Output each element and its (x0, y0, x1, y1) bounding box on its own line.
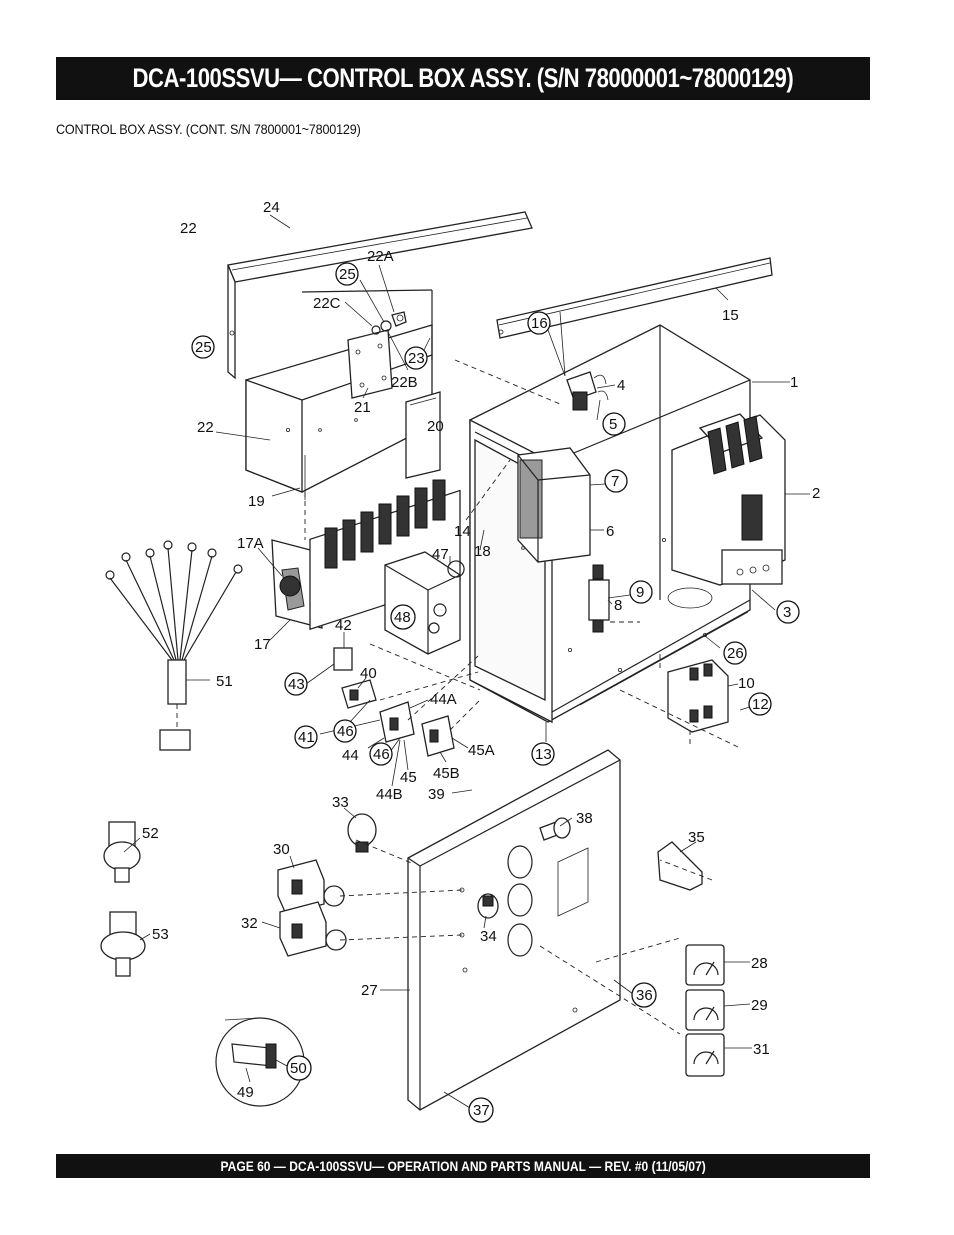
label-52: 52 (142, 825, 159, 842)
label-47: 47 (432, 546, 449, 563)
label-46-top: 46 (337, 723, 354, 740)
label-37: 37 (473, 1102, 490, 1119)
solenoid-32 (279, 901, 347, 957)
label-3: 3 (783, 604, 791, 621)
label-44: 44 (342, 747, 359, 764)
label-6: 6 (606, 523, 614, 540)
label-17: 17 (254, 636, 271, 653)
label-4: 4 (617, 377, 625, 394)
label-12: 12 (752, 696, 769, 713)
label-22b: 22B (391, 374, 418, 391)
meter-31 (685, 1033, 725, 1077)
label-25-top: 25 (339, 266, 356, 283)
label-8: 8 (614, 597, 622, 614)
label-2: 2 (812, 485, 820, 502)
label-22-top: 22 (180, 220, 197, 237)
part-labels: 24 22 22A 25 22C 25 22B 21 23 16 15 1 4 … (142, 199, 820, 1123)
label-30: 30 (273, 841, 290, 858)
label-23: 23 (408, 350, 425, 367)
contactor-10 (667, 659, 729, 733)
knob-38 (539, 817, 571, 841)
label-46-bottom: 46 (373, 746, 390, 763)
label-53: 53 (152, 926, 169, 943)
label-33: 33 (332, 794, 349, 811)
label-22c: 22C (313, 295, 341, 312)
label-22a: 22A (367, 248, 394, 265)
label-13: 13 (535, 746, 552, 763)
top-cover-panel (227, 211, 533, 380)
label-44b: 44B (376, 786, 403, 803)
label-45b: 45B (433, 765, 460, 782)
leader-lines (123, 214, 810, 1109)
label-48: 48 (394, 609, 411, 626)
label-51: 51 (216, 673, 233, 690)
circuit-breaker-2 (671, 413, 786, 586)
label-14: 14 (454, 523, 471, 540)
rotary-switch-17 (271, 479, 461, 631)
label-19: 19 (248, 493, 265, 510)
label-9: 9 (636, 584, 644, 601)
relay-4 (566, 371, 609, 411)
label-31: 31 (753, 1041, 770, 1058)
label-45a: 45A (468, 742, 495, 759)
label-42: 42 (335, 617, 352, 634)
label-36: 36 (636, 987, 653, 1004)
label-10: 10 (738, 675, 755, 692)
solenoid-30 (277, 859, 345, 915)
label-28: 28 (751, 955, 768, 972)
terminal-block-array (324, 479, 446, 569)
label-35: 35 (688, 829, 705, 846)
label-15: 15 (722, 307, 739, 324)
knob-33 (347, 813, 377, 853)
label-25-left: 25 (195, 339, 212, 356)
label-50: 50 (290, 1060, 307, 1077)
transformer-6 (517, 447, 591, 563)
label-45: 45 (400, 769, 417, 786)
wire-harness-51 (105, 540, 243, 751)
meter-29 (685, 989, 725, 1031)
label-29: 29 (751, 997, 768, 1014)
hardware-stack (371, 311, 407, 335)
label-32: 32 (241, 915, 258, 932)
label-21: 21 (354, 399, 371, 416)
label-1: 1 (790, 374, 798, 391)
label-49: 49 (237, 1084, 254, 1101)
label-16: 16 (531, 315, 548, 332)
pressure-sensor-53 (100, 911, 146, 977)
label-26: 26 (727, 645, 744, 662)
label-7: 7 (611, 473, 619, 490)
page-title: DCA-100SSVU— CONTROL BOX ASSY. (S/N 7800… (132, 63, 794, 93)
label-41: 41 (298, 729, 315, 746)
small-relays (333, 647, 455, 757)
fuse-holder-8 (588, 564, 610, 633)
page-title-bar: DCA-100SSVU— CONTROL BOX ASSY. (S/N 7800… (56, 57, 870, 100)
main-enclosure-1 (469, 324, 751, 724)
page-footer-bar: PAGE 60 — DCA-100SSVU— OPERATION AND PAR… (56, 1154, 870, 1178)
label-17a: 17A (237, 535, 264, 552)
label-40: 40 (360, 665, 377, 682)
label-43: 43 (288, 676, 305, 693)
label-22: 22 (197, 419, 214, 436)
front-panel-27 (407, 749, 621, 1111)
label-24: 24 (263, 199, 280, 216)
label-38: 38 (576, 810, 593, 827)
label-18: 18 (474, 543, 491, 560)
bracket-35 (657, 841, 703, 891)
label-34: 34 (480, 928, 497, 945)
label-5: 5 (609, 416, 617, 433)
label-20: 20 (427, 418, 444, 435)
pressure-switch-52 (103, 821, 141, 883)
label-39: 39 (428, 786, 445, 803)
label-plate-20 (405, 391, 441, 479)
section-subtitle: CONTROL BOX ASSY. (CONT. S/N 7800001~780… (56, 121, 361, 137)
meter-28 (685, 944, 725, 986)
label-44a: 44A (430, 691, 457, 708)
switch-34 (477, 893, 499, 919)
label-27: 27 (361, 982, 378, 999)
page-footer: PAGE 60 — DCA-100SSVU— OPERATION AND PAR… (220, 1158, 706, 1174)
mounting-plate-21 (347, 329, 393, 399)
